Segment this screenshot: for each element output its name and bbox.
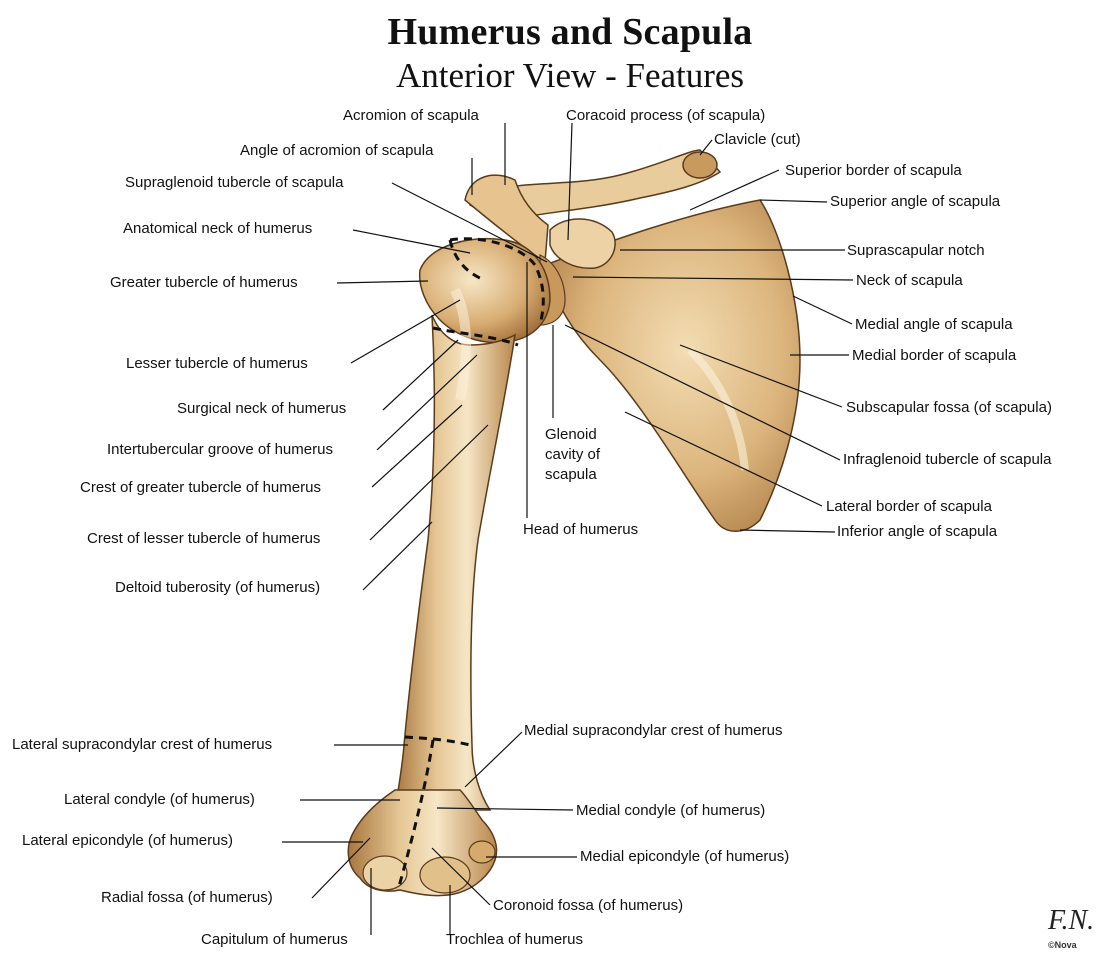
label-coracoid: Coracoid process (of scapula): [566, 107, 765, 125]
label-superior-angle: Superior angle of scapula: [830, 193, 1000, 211]
label-surgical-neck: Surgical neck of humerus: [177, 400, 346, 418]
label-lat-supracondylar: Lateral supracondylar crest of humerus: [12, 736, 272, 754]
label-clavicle: Clavicle (cut): [714, 131, 801, 149]
label-med-epicondyle: Medial epicondyle (of humerus): [580, 848, 789, 866]
label-medial-angle: Medial angle of scapula: [855, 316, 1013, 334]
label-anatomical-neck: Anatomical neck of humerus: [123, 220, 312, 238]
label-angle-acromion: Angle of acromion of scapula: [240, 142, 433, 160]
label-lesser-tubercle: Lesser tubercle of humerus: [126, 355, 308, 373]
label-neck-scapula: Neck of scapula: [856, 272, 963, 290]
label-med-condyle: Medial condyle (of humerus): [576, 802, 765, 820]
label-infraglenoid: Infraglenoid tubercle of scapula: [843, 451, 1051, 469]
copyright-mark: ©Nova: [1048, 940, 1077, 950]
label-capitulum: Capitulum of humerus: [201, 931, 348, 949]
label-superior-border: Superior border of scapula: [785, 162, 962, 180]
glenoid-label-line: cavity of: [545, 445, 635, 465]
label-intertubercular: Intertubercular groove of humerus: [107, 441, 333, 459]
label-radial-fossa: Radial fossa (of humerus): [101, 889, 273, 907]
label-coronoid-fossa: Coronoid fossa (of humerus): [493, 897, 683, 915]
label-greater-tubercle: Greater tubercle of humerus: [110, 274, 298, 292]
glenoid-label-line: Glenoid: [545, 425, 635, 445]
label-subscapular-fossa: Subscapular fossa (of scapula): [846, 399, 1052, 417]
label-head-humerus: Head of humerus: [523, 521, 638, 539]
label-crest-lesser: Crest of lesser tubercle of humerus: [87, 530, 320, 548]
label-lat-epicondyle: Lateral epicondyle (of humerus): [22, 832, 233, 850]
label-supraglenoid: Supraglenoid tubercle of scapula: [125, 174, 343, 192]
artist-signature: F.N.: [1048, 905, 1094, 937]
humerus-shape: [348, 239, 550, 896]
label-deltoid: Deltoid tuberosity (of humerus): [115, 579, 320, 597]
label-suprascapular-notch: Suprascapular notch: [847, 242, 985, 260]
glenoid-label-line: scapula: [545, 465, 635, 485]
label-inferior-angle: Inferior angle of scapula: [837, 523, 997, 541]
label-crest-greater: Crest of greater tubercle of humerus: [80, 479, 321, 497]
label-lat-condyle: Lateral condyle (of humerus): [64, 791, 255, 809]
label-medial-border: Medial border of scapula: [852, 347, 1016, 365]
label-trochlea: Trochlea of humerus: [446, 931, 583, 949]
label-med-supracondylar: Medial supracondylar crest of humerus: [524, 722, 782, 740]
label-lateral-border: Lateral border of scapula: [826, 498, 992, 516]
label-acromion: Acromion of scapula: [343, 107, 479, 125]
